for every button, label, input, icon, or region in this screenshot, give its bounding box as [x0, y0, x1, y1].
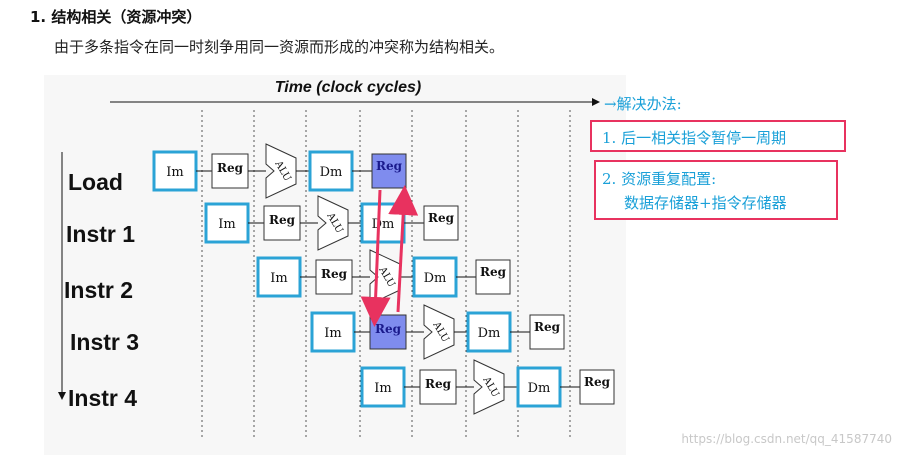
hazard-arrow-down — [360, 189, 391, 327]
stage-reg-read-label: Reg — [269, 213, 296, 227]
section-description: 由于多条指令在同一时刻争用同一资源而形成的冲突称为结构相关。 — [54, 38, 505, 56]
solution-stall-text: 1. 后一相关指令暂停一周期 — [602, 129, 787, 147]
stage-reg-read-label: Reg — [425, 377, 452, 391]
stage-dm-label: Dm — [372, 217, 395, 232]
stage-dm-label: Dm — [478, 326, 501, 341]
row-label: Instr 1 — [66, 221, 135, 247]
stage-im-box — [310, 311, 356, 353]
solution-duplicate-box: 2. 资源重复配置: 数据存储器+指令存储器 — [594, 160, 838, 220]
stage-reg-write-box — [475, 259, 511, 295]
stage-reg-read-box — [263, 205, 301, 241]
stage-im-box — [152, 150, 198, 192]
stage-reg-read-box — [419, 369, 457, 405]
stage-reg-write-label: Reg — [428, 211, 455, 225]
stage-im-label: Im — [270, 271, 287, 286]
row-label: Load — [68, 169, 123, 195]
stage-im-box — [204, 202, 250, 244]
row-label: Instr 2 — [64, 277, 133, 303]
stage-dm-label: Dm — [424, 271, 447, 286]
stage-reg-write-label: Reg — [534, 320, 561, 334]
stage-im-label: Im — [324, 326, 341, 341]
stage-im-label: Im — [166, 165, 183, 180]
solution-stall-box: 1. 后一相关指令暂停一周期 — [590, 120, 846, 152]
stage-reg-write-box — [423, 205, 459, 241]
stage-reg-read-label: Reg — [321, 267, 348, 281]
stage-reg-write-label: Reg — [376, 159, 403, 173]
solution-duplicate-title: 2. 资源重复配置: — [602, 170, 717, 188]
stage-alu-shape — [423, 304, 455, 360]
stage-reg-write-box — [579, 369, 615, 405]
section-heading: 1. 结构相关（资源冲突） — [30, 8, 202, 26]
stage-reg-write-label: Reg — [584, 375, 611, 389]
stage-dm-label: Dm — [320, 165, 343, 180]
stage-reg-read-label: Reg — [217, 161, 244, 175]
time-axis-label: Time (clock cycles) — [275, 79, 421, 96]
stage-alu-shape — [317, 195, 349, 251]
stage-alu-shape — [265, 143, 297, 199]
stage-im-label: Im — [218, 217, 235, 232]
stage-reg-write-label: Reg — [480, 265, 507, 279]
stage-reg-read-box — [211, 153, 249, 189]
watermark: https://blog.csdn.net/qq_41587740 — [681, 432, 892, 446]
stage-im-label: Im — [374, 381, 391, 396]
stage-reg-write-box — [529, 314, 565, 350]
stage-dm-box — [308, 150, 354, 192]
stage-reg-read-box — [315, 259, 353, 295]
stage-reg-read-label: Reg — [375, 322, 402, 336]
row-label: Instr 4 — [68, 385, 137, 411]
stage-dm-box — [412, 256, 458, 298]
solution-duplicate-detail: 数据存储器+指令存储器 — [624, 194, 787, 212]
stage-dm-label: Dm — [528, 381, 551, 396]
solution-title: →解决办法: — [604, 95, 682, 113]
stage-alu-shape — [473, 359, 505, 415]
stage-reg-write-box — [371, 153, 407, 189]
hazard-arrow-up — [388, 185, 419, 313]
cycle-separators — [201, 110, 571, 440]
row-label: Instr 3 — [70, 329, 139, 355]
